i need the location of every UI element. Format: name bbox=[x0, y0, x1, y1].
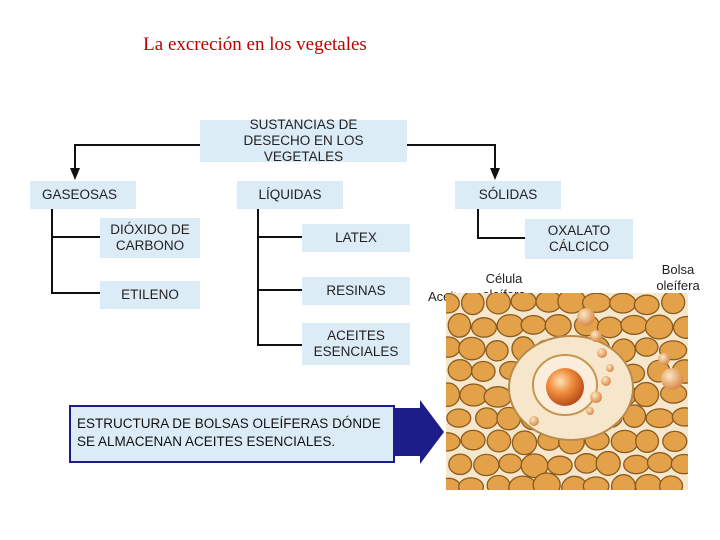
tissue-cell bbox=[582, 476, 610, 490]
tissue-cell bbox=[595, 450, 621, 476]
category-liquidas: LÍQUIDAS bbox=[237, 181, 343, 209]
oil-drop bbox=[546, 368, 584, 406]
oil-droplet bbox=[606, 364, 614, 372]
oil-droplet bbox=[601, 376, 611, 386]
tissue-cell bbox=[459, 383, 488, 407]
category-label: GASEOSAS bbox=[42, 186, 118, 202]
tissue-cell bbox=[520, 314, 547, 335]
tissue-cell bbox=[633, 381, 660, 408]
oil-droplet bbox=[597, 348, 607, 358]
tissue-cell bbox=[447, 359, 473, 382]
tissue-cell bbox=[446, 293, 460, 314]
tissue-cell bbox=[460, 429, 486, 451]
category-gaseosas: GASEOSAS bbox=[30, 181, 136, 209]
tissue-cell bbox=[672, 315, 688, 339]
tissue-cell bbox=[610, 429, 639, 454]
category-label: LÍQUIDAS bbox=[258, 186, 322, 202]
oil-droplet bbox=[661, 368, 683, 390]
tissue-cell bbox=[448, 453, 473, 476]
bolsa-label: Bolsa oleífera bbox=[656, 262, 700, 293]
tissue-cell bbox=[609, 293, 637, 314]
category-solidas: SÓLIDAS bbox=[455, 181, 561, 209]
oil-gland-illustration bbox=[446, 293, 688, 490]
tissue-cell bbox=[662, 430, 688, 453]
item-etileno: ETILENO bbox=[100, 281, 200, 309]
tissue-cell bbox=[485, 340, 509, 362]
tissue-cell bbox=[574, 453, 599, 474]
oil-droplet bbox=[577, 308, 595, 326]
tissue-cell bbox=[447, 312, 472, 338]
item-label: OXALATO CÁLCICO bbox=[547, 222, 611, 254]
tissue-cell bbox=[635, 429, 660, 454]
tissue-cell bbox=[623, 454, 650, 475]
note-box: ESTRUCTURA DE BOLSAS OLEÍFERAS DÓNDE SE … bbox=[69, 405, 395, 463]
tissue-cell bbox=[546, 455, 573, 476]
tissue-cell bbox=[510, 293, 537, 312]
item-label: LATEX bbox=[335, 229, 377, 245]
tissue-cell bbox=[458, 336, 486, 361]
tissue-cell bbox=[446, 408, 472, 428]
item-dioxido: DIÓXIDO DE CARBONO bbox=[100, 218, 200, 258]
oil-droplet bbox=[658, 353, 670, 365]
item-oxalato: OXALATO CÁLCICO bbox=[525, 219, 633, 259]
item-label: DIÓXIDO DE CARBONO bbox=[110, 221, 190, 253]
tissue-cell bbox=[634, 337, 659, 357]
tissue-cell bbox=[644, 314, 674, 340]
tissue-cell bbox=[486, 429, 512, 453]
oil-droplet bbox=[590, 391, 602, 403]
tissue-cell bbox=[532, 472, 561, 490]
tissue-cell bbox=[645, 408, 675, 429]
tissue-cell bbox=[544, 314, 572, 338]
tissue-cell bbox=[620, 314, 648, 335]
tissue-cell bbox=[496, 313, 525, 338]
tissue-cell bbox=[633, 294, 660, 316]
oil-droplet bbox=[586, 407, 594, 415]
tissue-cell bbox=[446, 432, 461, 452]
tissue-cell bbox=[661, 293, 686, 315]
tissue-cell bbox=[475, 407, 499, 429]
root-box: SUSTANCIAS DE DESECHO EN LOS VEGETALES bbox=[200, 117, 407, 164]
item-label: ACEITES ESENCIALES bbox=[313, 327, 399, 359]
tissue-cell bbox=[470, 360, 496, 382]
tissue-cell bbox=[473, 453, 500, 477]
tissue-cell bbox=[460, 293, 485, 316]
item-aceites: ACEITES ESENCIALES bbox=[302, 323, 410, 365]
item-label: ETILENO bbox=[121, 286, 179, 302]
tissue-cell bbox=[486, 474, 511, 490]
oil-droplet bbox=[529, 416, 539, 426]
tissue-cell bbox=[483, 386, 513, 408]
tissue-cell bbox=[485, 293, 511, 315]
tissue-cell bbox=[511, 430, 538, 456]
category-label: SÓLIDAS bbox=[478, 186, 538, 202]
root-label: SUSTANCIAS DE DESECHO EN LOS VEGETALES bbox=[243, 116, 364, 165]
tissue-cell bbox=[457, 477, 485, 490]
item-resinas: RESINAS bbox=[302, 277, 410, 305]
arrow-shape bbox=[395, 400, 444, 464]
item-latex: LATEX bbox=[302, 224, 410, 252]
tissue-cell bbox=[498, 453, 523, 474]
page-title: La excreción en los vegetales bbox=[143, 34, 367, 55]
tissue-cell bbox=[670, 453, 688, 475]
tissue-cell bbox=[659, 475, 684, 490]
tissue-cell bbox=[470, 317, 498, 338]
item-label: RESINAS bbox=[326, 282, 386, 298]
tissue-cell bbox=[646, 452, 673, 474]
tissue-cell bbox=[671, 407, 688, 427]
oil-droplet bbox=[590, 330, 602, 342]
